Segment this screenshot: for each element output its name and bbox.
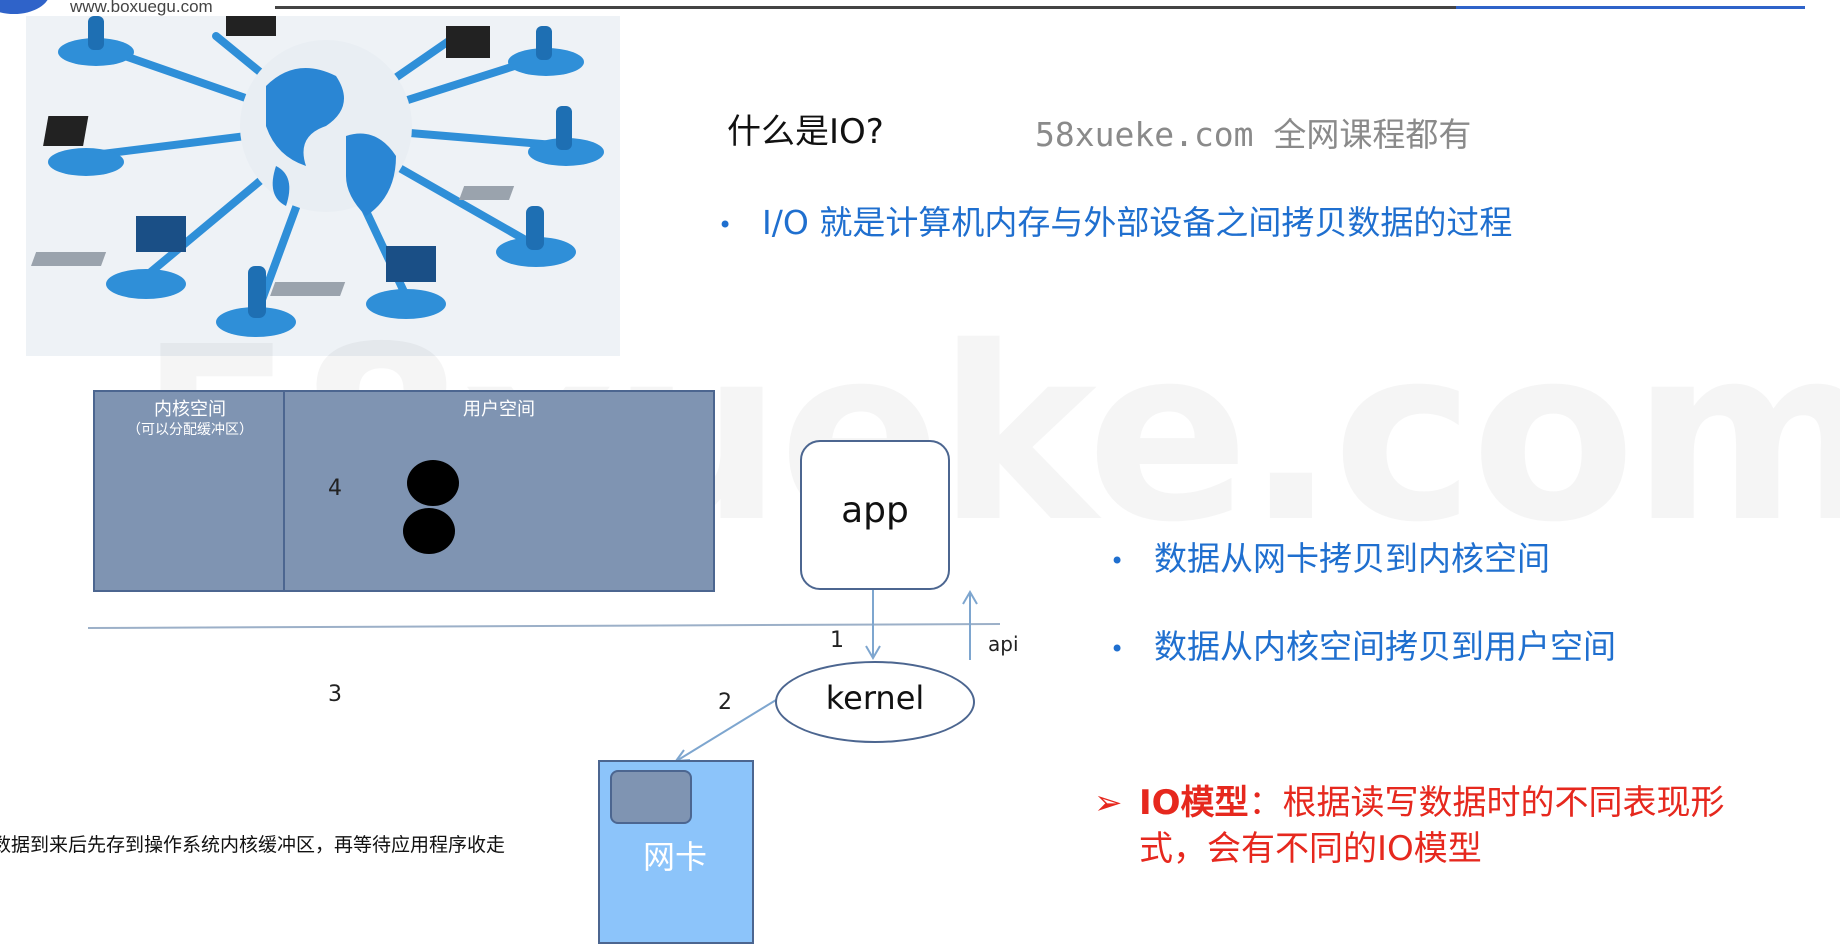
user-space-label: 用户空间	[463, 399, 535, 420]
step-number-1: 1	[830, 628, 844, 653]
user-space-box: 用户空间	[283, 390, 715, 592]
io-model-text: ：根据读写数据时的不同表现形	[1248, 783, 1725, 823]
header-divider-accent	[1456, 6, 1805, 9]
header-divider	[275, 6, 1805, 9]
step-text: 数据从网卡拷贝到内核空间	[1154, 539, 1550, 578]
data-blob	[403, 508, 455, 554]
io-model-text-cont: 式，会有不同的IO模型	[1139, 829, 1482, 869]
definition-text: I/O 就是计算机内存与外部设备之间拷贝数据的过程	[762, 203, 1513, 242]
io-model-label: IO模型	[1139, 783, 1249, 823]
bullet-dot-icon: •	[718, 210, 733, 239]
bullet-dot-icon: •	[1110, 546, 1125, 575]
app-label: app	[841, 490, 909, 531]
step-number-3: 3	[328, 682, 342, 707]
globe-network-icon	[26, 16, 620, 356]
buffer-note: 数据到来后先存到操作系统内核缓冲区，再等待应用程序收走	[0, 834, 506, 856]
kernel-space-sublabel: （可以分配缓冲区）	[127, 422, 253, 438]
io-model-note: ➢ IO模型：根据读写数据时的不同表现形 式，会有不同的IO模型	[1094, 780, 1794, 872]
site-tag: 58xueke.com 全网课程都有	[1035, 115, 1472, 154]
slide-title: 什么是IO?	[727, 112, 884, 152]
site-url: www.boxuegu.com	[70, 0, 213, 16]
definition-bullet: • I/O 就是计算机内存与外部设备之间拷贝数据的过程	[718, 196, 1512, 244]
kernel-label: kernel	[825, 679, 925, 717]
app-box	[800, 440, 950, 590]
nic-chip	[610, 770, 692, 824]
step-bullet: • 数据从内核空间拷贝到用户空间	[1110, 620, 1616, 668]
step-number-4: 4	[328, 476, 342, 501]
kernel-space-box: 内核空间 （可以分配缓冲区）	[93, 390, 287, 592]
api-label: api	[988, 632, 1019, 656]
step-bullet: • 数据从网卡拷贝到内核空间	[1110, 532, 1550, 580]
step-number-2: 2	[718, 690, 732, 715]
nic-label: 网卡	[642, 838, 707, 876]
right-arrow-icon: ➢	[1094, 783, 1123, 823]
data-blob	[407, 460, 459, 506]
kernel-oval	[775, 661, 975, 743]
bullet-dot-icon: •	[1110, 634, 1125, 663]
step-text: 数据从内核空间拷贝到用户空间	[1154, 627, 1616, 666]
kernel-space-label: 内核空间	[154, 399, 226, 420]
